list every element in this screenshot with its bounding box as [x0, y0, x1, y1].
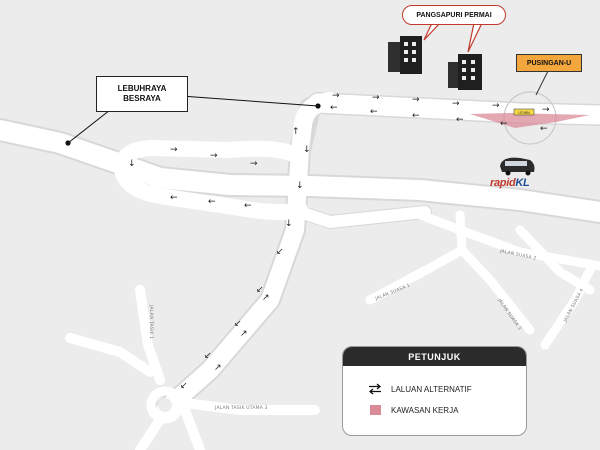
u-turn-label: PUSINGAN-U	[516, 54, 582, 72]
legend-title: PETUNJUK	[343, 347, 526, 366]
arrow-icon: ↙	[204, 351, 212, 361]
arrow-icon: ↑	[292, 127, 300, 137]
arrow-icon: ↙	[180, 381, 188, 391]
bus-icon	[500, 157, 535, 176]
arrow-icon: →	[452, 99, 460, 109]
arrow-icon: ←	[208, 197, 216, 207]
legend-panel: PETUNJUK LALUAN ALTERNATIF KAWASAN KERJA	[342, 346, 527, 436]
arrow-icon: →	[210, 151, 218, 161]
legend-item-work-zone: KAWASAN KERJA	[367, 404, 458, 416]
arrow-icon: ↓	[303, 145, 311, 155]
arrow-icon: ↙	[256, 285, 264, 295]
highway-label-line: LEBUHRAYA	[117, 84, 167, 93]
apartments-label: PANGSAPURI PERMAI	[402, 5, 506, 25]
u-turn-area: UTURN	[470, 91, 590, 145]
street-label: JALAN TASIK 1	[148, 304, 154, 339]
work-zone	[470, 113, 590, 128]
arrow-icon: ↗	[262, 293, 270, 303]
street-label: JALAN TASIK UTAMA 3	[214, 405, 268, 411]
arrow-icon: ←	[170, 193, 178, 203]
u-turn-sign	[513, 108, 535, 116]
arrow-icon: →	[412, 95, 420, 105]
arrow-icon: →	[492, 101, 500, 111]
legend-item-alternate-route: LALUAN ALTERNATIF	[367, 383, 472, 395]
arrow-icon: ↙	[234, 319, 242, 329]
logo-part-1: rapid	[490, 177, 516, 189]
arrow-icon: ←	[500, 119, 508, 129]
arrow-icon: ↓	[128, 159, 136, 169]
legend-item-label: LALUAN ALTERNATIF	[391, 384, 472, 394]
arrow-icon: →	[542, 105, 550, 115]
logo-part-2: KL	[515, 177, 530, 189]
arrow-icon: ←	[370, 107, 378, 117]
arrow-icon: ↓	[285, 219, 293, 229]
direction-arrows: → → → → → → ← ← ← ← ← ← → → → ↓ ← ← ← ↑ …	[128, 91, 550, 391]
apartment-buildings-icon	[388, 36, 482, 90]
legend-item-label: KAWASAN KERJA	[391, 405, 459, 415]
arrow-icon: ↗	[214, 363, 222, 373]
rapidkl-logo: rapidKL	[490, 177, 530, 189]
arrow-icon: ←	[456, 115, 464, 125]
arrow-icon: →	[372, 93, 380, 103]
u-turn-sign-text: UTURN	[518, 111, 530, 115]
arrow-icon: →	[250, 159, 258, 169]
arrow-icon: →	[170, 145, 178, 155]
arrow-icon: ↓	[296, 181, 304, 191]
arrow-icon: ←	[540, 124, 548, 134]
arrow-icon: ↗	[240, 329, 248, 339]
arrow-icon: ←	[244, 201, 252, 211]
two-way-arrows-icon	[367, 383, 383, 395]
road-network	[0, 92, 600, 450]
work-zone-swatch-icon	[367, 404, 383, 416]
arrow-icon: ←	[412, 111, 420, 121]
arrow-icon: ↙	[276, 247, 284, 257]
arrow-icon: →	[332, 91, 340, 101]
highway-label-line: BESRAYA	[123, 94, 161, 103]
arrow-icon: ←	[330, 103, 338, 113]
